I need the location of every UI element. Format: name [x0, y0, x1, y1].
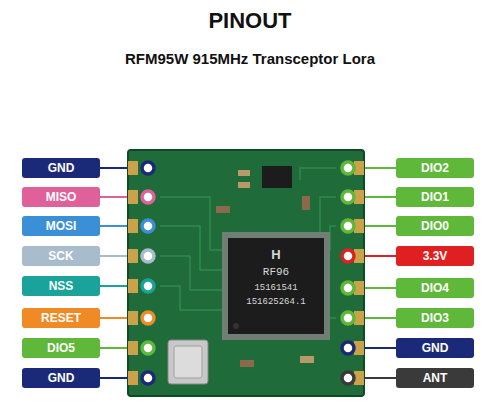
pin-pad — [142, 312, 154, 324]
pin-label: ANT — [396, 368, 474, 388]
pin-name: DIO3 — [421, 311, 449, 325]
pin-label: SCK — [22, 246, 100, 266]
pin-label: RESET — [22, 308, 100, 328]
pin-label: GND — [396, 338, 474, 358]
main-chip — [222, 232, 330, 340]
pin-pad — [342, 372, 354, 384]
pin-pads — [142, 162, 354, 384]
pcb-trace — [160, 226, 228, 270]
pcb-trace — [320, 197, 336, 238]
pin-pad — [142, 372, 154, 384]
pin-label: GND — [22, 158, 100, 178]
chip-dot — [233, 323, 239, 329]
chip-body — [228, 238, 324, 334]
pin-name: GND — [48, 371, 75, 385]
chip-marking: RF96 — [228, 266, 324, 278]
pin-name: GND — [48, 161, 75, 175]
pin-label: DIO4 — [396, 278, 474, 298]
crystal-lid — [174, 346, 202, 378]
pin-label: DIO1 — [396, 187, 474, 207]
pin-label: 3.3V — [396, 246, 474, 266]
resistor-symbol — [300, 356, 314, 363]
pad-edge — [128, 219, 138, 233]
pin-name: NSS — [49, 279, 74, 293]
pin-label: MISO — [22, 187, 100, 207]
pin-pad — [342, 162, 354, 174]
pin-pad — [342, 342, 354, 354]
pin-name: MOSI — [46, 219, 77, 233]
pcb-trace — [300, 168, 336, 180]
pin-name: DIO2 — [421, 161, 449, 175]
pin-name: DIO0 — [421, 219, 449, 233]
castellated-pads — [128, 161, 364, 385]
crystal — [168, 340, 208, 384]
pad-edge — [128, 371, 138, 385]
pad-edge — [128, 311, 138, 325]
diagram-title: PINOUT — [0, 8, 500, 34]
capacitor-symbol — [240, 360, 254, 367]
pad-edge — [128, 161, 138, 175]
pin-label: NSS — [22, 276, 100, 296]
pad-edge — [128, 249, 138, 263]
pin-pad — [342, 312, 354, 324]
crystal-body — [168, 340, 208, 384]
pin-pad — [142, 162, 154, 174]
pin-pad — [342, 220, 354, 232]
pin-name: ANT — [423, 371, 448, 385]
pin-pad — [342, 282, 354, 294]
pin-pad — [142, 280, 154, 292]
pcb-trace — [160, 286, 228, 310]
pin-name: SCK — [48, 249, 73, 263]
pin-label: DIO3 — [396, 308, 474, 328]
resistor-symbol — [238, 170, 250, 176]
pcb-trace — [160, 197, 228, 250]
chip-marking: 15161541 — [228, 283, 324, 293]
pcb-board — [128, 150, 364, 396]
pin-label: GND — [22, 368, 100, 388]
pin-name: DIO1 — [421, 190, 449, 204]
chip-pins — [222, 232, 330, 340]
chip-marking: 151625264.1 — [228, 297, 324, 307]
pin-pad — [142, 220, 154, 232]
pin-name: 3.3V — [423, 249, 448, 263]
pad-edge — [128, 279, 138, 293]
pin-label: MOSI — [22, 216, 100, 236]
pin-pad — [142, 191, 154, 203]
chip-logo: H — [228, 247, 324, 262]
pad-edge — [128, 190, 138, 204]
small-ic — [262, 166, 292, 188]
capacitor-symbol — [302, 196, 310, 210]
pin-pad — [142, 342, 154, 354]
pin-name: DIO4 — [421, 281, 449, 295]
capacitor-symbol — [216, 206, 230, 213]
pin-pad — [342, 250, 354, 262]
pin-name: RESET — [41, 311, 81, 325]
pad-edge — [128, 341, 138, 355]
pin-name: DIO5 — [47, 341, 75, 355]
pin-label: DIO2 — [396, 158, 474, 178]
resistor-symbol — [238, 182, 250, 188]
pin-name: MISO — [46, 190, 77, 204]
pin-label: DIO5 — [22, 338, 100, 358]
pin-pad — [342, 191, 354, 203]
pin-pad — [142, 250, 154, 262]
subtitle: RFM95W 915MHz Transceptor Lora — [0, 50, 500, 67]
pcb-trace — [160, 256, 228, 290]
pin-label: DIO0 — [396, 216, 474, 236]
pin-name: GND — [422, 341, 449, 355]
